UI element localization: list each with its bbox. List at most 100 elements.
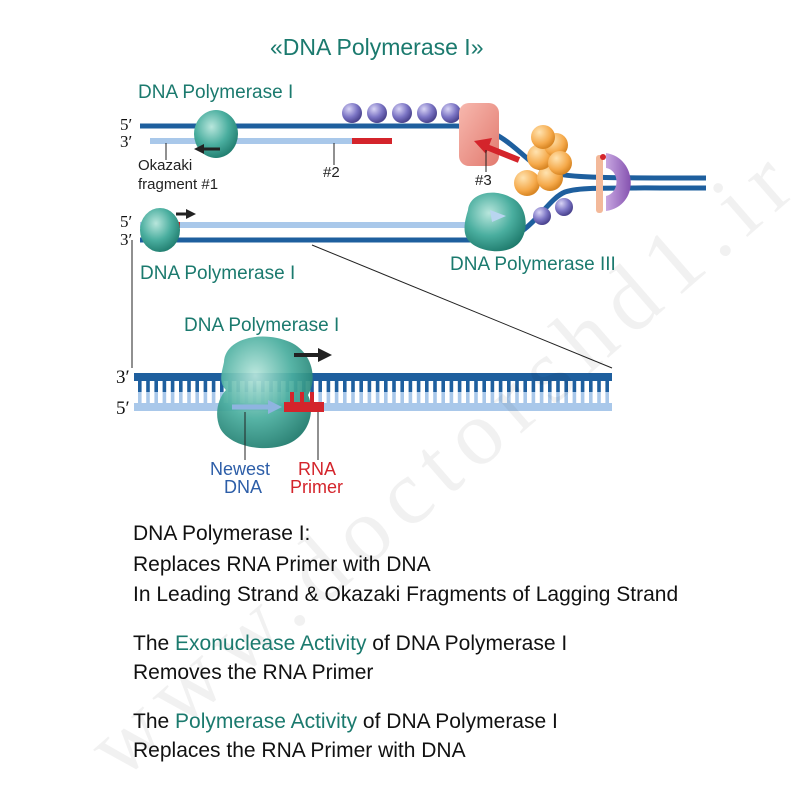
base-pair-rung-bottom [343, 392, 347, 403]
base-pair-rung-top [334, 381, 339, 392]
primase [459, 103, 499, 166]
base-pair-rung-top [170, 381, 175, 392]
label-pol3: DNA Polymerase III [450, 254, 616, 275]
base-pair-rung-top [433, 381, 437, 392]
dna-polymerase-i-lagging [194, 110, 238, 158]
base-pair-rung-bottom [170, 392, 175, 403]
base-pair-rung-bottom [433, 392, 437, 403]
base-pair-rung-top [539, 381, 544, 392]
text-line-2: In Leading Strand & Okazaki Fragments of… [133, 583, 679, 606]
base-pair-rung-top [515, 381, 519, 392]
base-pair-rung-top [359, 381, 363, 392]
base-pair-rung-bottom [556, 392, 560, 403]
zoom-rna-primer [284, 402, 324, 412]
base-pair-rung-bottom [326, 392, 331, 403]
dna-polymerase-iii [464, 192, 526, 252]
base-pair-rung-top [548, 381, 552, 392]
base-pair-rung-bottom [416, 392, 421, 403]
dna-polymerase-i-leading [140, 208, 180, 252]
base-pair-rung-bottom [441, 392, 445, 403]
label-rna-line1: RNA [298, 459, 337, 479]
base-pair-rung-bottom [179, 392, 183, 403]
base-pair-rung-bottom [449, 392, 454, 403]
base-pair-rungs [138, 381, 609, 403]
base-pair-rung-bottom [482, 392, 486, 403]
base-pair-rung-bottom [564, 392, 568, 403]
base-pair-rung-bottom [589, 392, 593, 403]
base-pair-rung-bottom [425, 392, 429, 403]
base-pair-rung-bottom [375, 392, 380, 403]
base-pair-rung-bottom [531, 392, 536, 403]
label-pol1-leading: DNA Polymerase I [140, 263, 296, 284]
label-okazaki-line2: fragment #1 [138, 176, 219, 193]
base-pair-rung-top [146, 381, 150, 392]
base-pair-rung-bottom [211, 392, 216, 403]
ssb-proteins [342, 103, 573, 225]
base-pair-rung-bottom [138, 392, 142, 403]
label-newest-line2: DNA [224, 477, 263, 497]
base-pair-rung-top [138, 381, 142, 392]
zoom-bottom-light-strand [134, 403, 612, 411]
text-polymerase-line: The Polymerase Activity of DNA Polymeras… [133, 710, 558, 733]
base-pair-rung-bottom [507, 392, 511, 403]
base-pair-rung-top [605, 381, 609, 392]
dna-polymerase-i-zoom [217, 336, 313, 449]
base-pair-rung-bottom [351, 392, 355, 403]
diagram-title: «DNA Polymerase I» [270, 34, 484, 60]
base-pair-rung-bottom [605, 392, 609, 403]
base-pair-rung-bottom [162, 392, 167, 403]
base-pair-rung-top [162, 381, 167, 392]
base-pair-rung-top [211, 381, 216, 392]
base-pair-rung-top [507, 381, 511, 392]
base-pair-rung-bottom [187, 392, 191, 403]
base-pair-rung-bottom [408, 392, 413, 403]
text-polymerase-line-2: Replaces the RNA Primer with DNA [133, 739, 466, 762]
label-okazaki-line1: Okazaki [138, 157, 193, 174]
pol3-direction-arrow [490, 210, 506, 222]
base-pair-rung-bottom [359, 392, 363, 403]
base-pair-rung-top [203, 381, 208, 392]
base-pair-rung-top [400, 381, 404, 392]
text-polymerase-highlight: Polymerase Activity [175, 710, 358, 733]
base-pair-rung-top [154, 381, 158, 392]
base-pair-rung-bottom [580, 392, 585, 403]
end-label-a5: 5′ [120, 115, 133, 134]
base-pair-rung-bottom [597, 392, 601, 403]
base-pair-rung-top [498, 381, 503, 392]
base-pair-rung-top [179, 381, 183, 392]
base-pair-rung-top [367, 381, 372, 392]
base-pair-rung-top [220, 381, 224, 392]
end-label-a3: 3′ [120, 132, 133, 151]
base-pair-rung-bottom [203, 392, 208, 403]
base-pair-rung-top [425, 381, 429, 392]
base-pair-rung-top [441, 381, 445, 392]
zoom-view [134, 336, 612, 460]
base-pair-rung-top [474, 381, 478, 392]
base-pair-rung-bottom [146, 392, 150, 403]
base-pair-rung-top [523, 381, 527, 392]
primase-arrow [482, 143, 521, 163]
base-pair-rung-top [310, 381, 314, 392]
base-pair-rung-top [187, 381, 191, 392]
base-pair-rung-bottom [572, 392, 577, 403]
base-pair-rung-bottom [457, 392, 462, 403]
label-rna-line2: Primer [290, 477, 343, 497]
base-pair-rung-top [326, 381, 331, 392]
base-pair-rung-top [195, 381, 199, 392]
base-pair-rung-bottom [318, 392, 322, 403]
label-newest-line1: Newest [210, 459, 271, 479]
base-pair-rung-bottom [466, 392, 470, 403]
replication-fork [131, 103, 707, 369]
base-pair-rung-top [580, 381, 585, 392]
base-pair-rung-top [572, 381, 577, 392]
base-pair-rung-top [466, 381, 470, 392]
base-pair-rung-top [375, 381, 380, 392]
text-exonuclease-highlight: Exonuclease Activity [175, 632, 367, 655]
base-pair-rung-top [343, 381, 347, 392]
base-pair-rung-top [482, 381, 486, 392]
topoisomerase [596, 153, 631, 213]
base-pair-rung-top [556, 381, 560, 392]
base-pair-rung-bottom [392, 392, 396, 403]
base-pair-rung-bottom [515, 392, 519, 403]
